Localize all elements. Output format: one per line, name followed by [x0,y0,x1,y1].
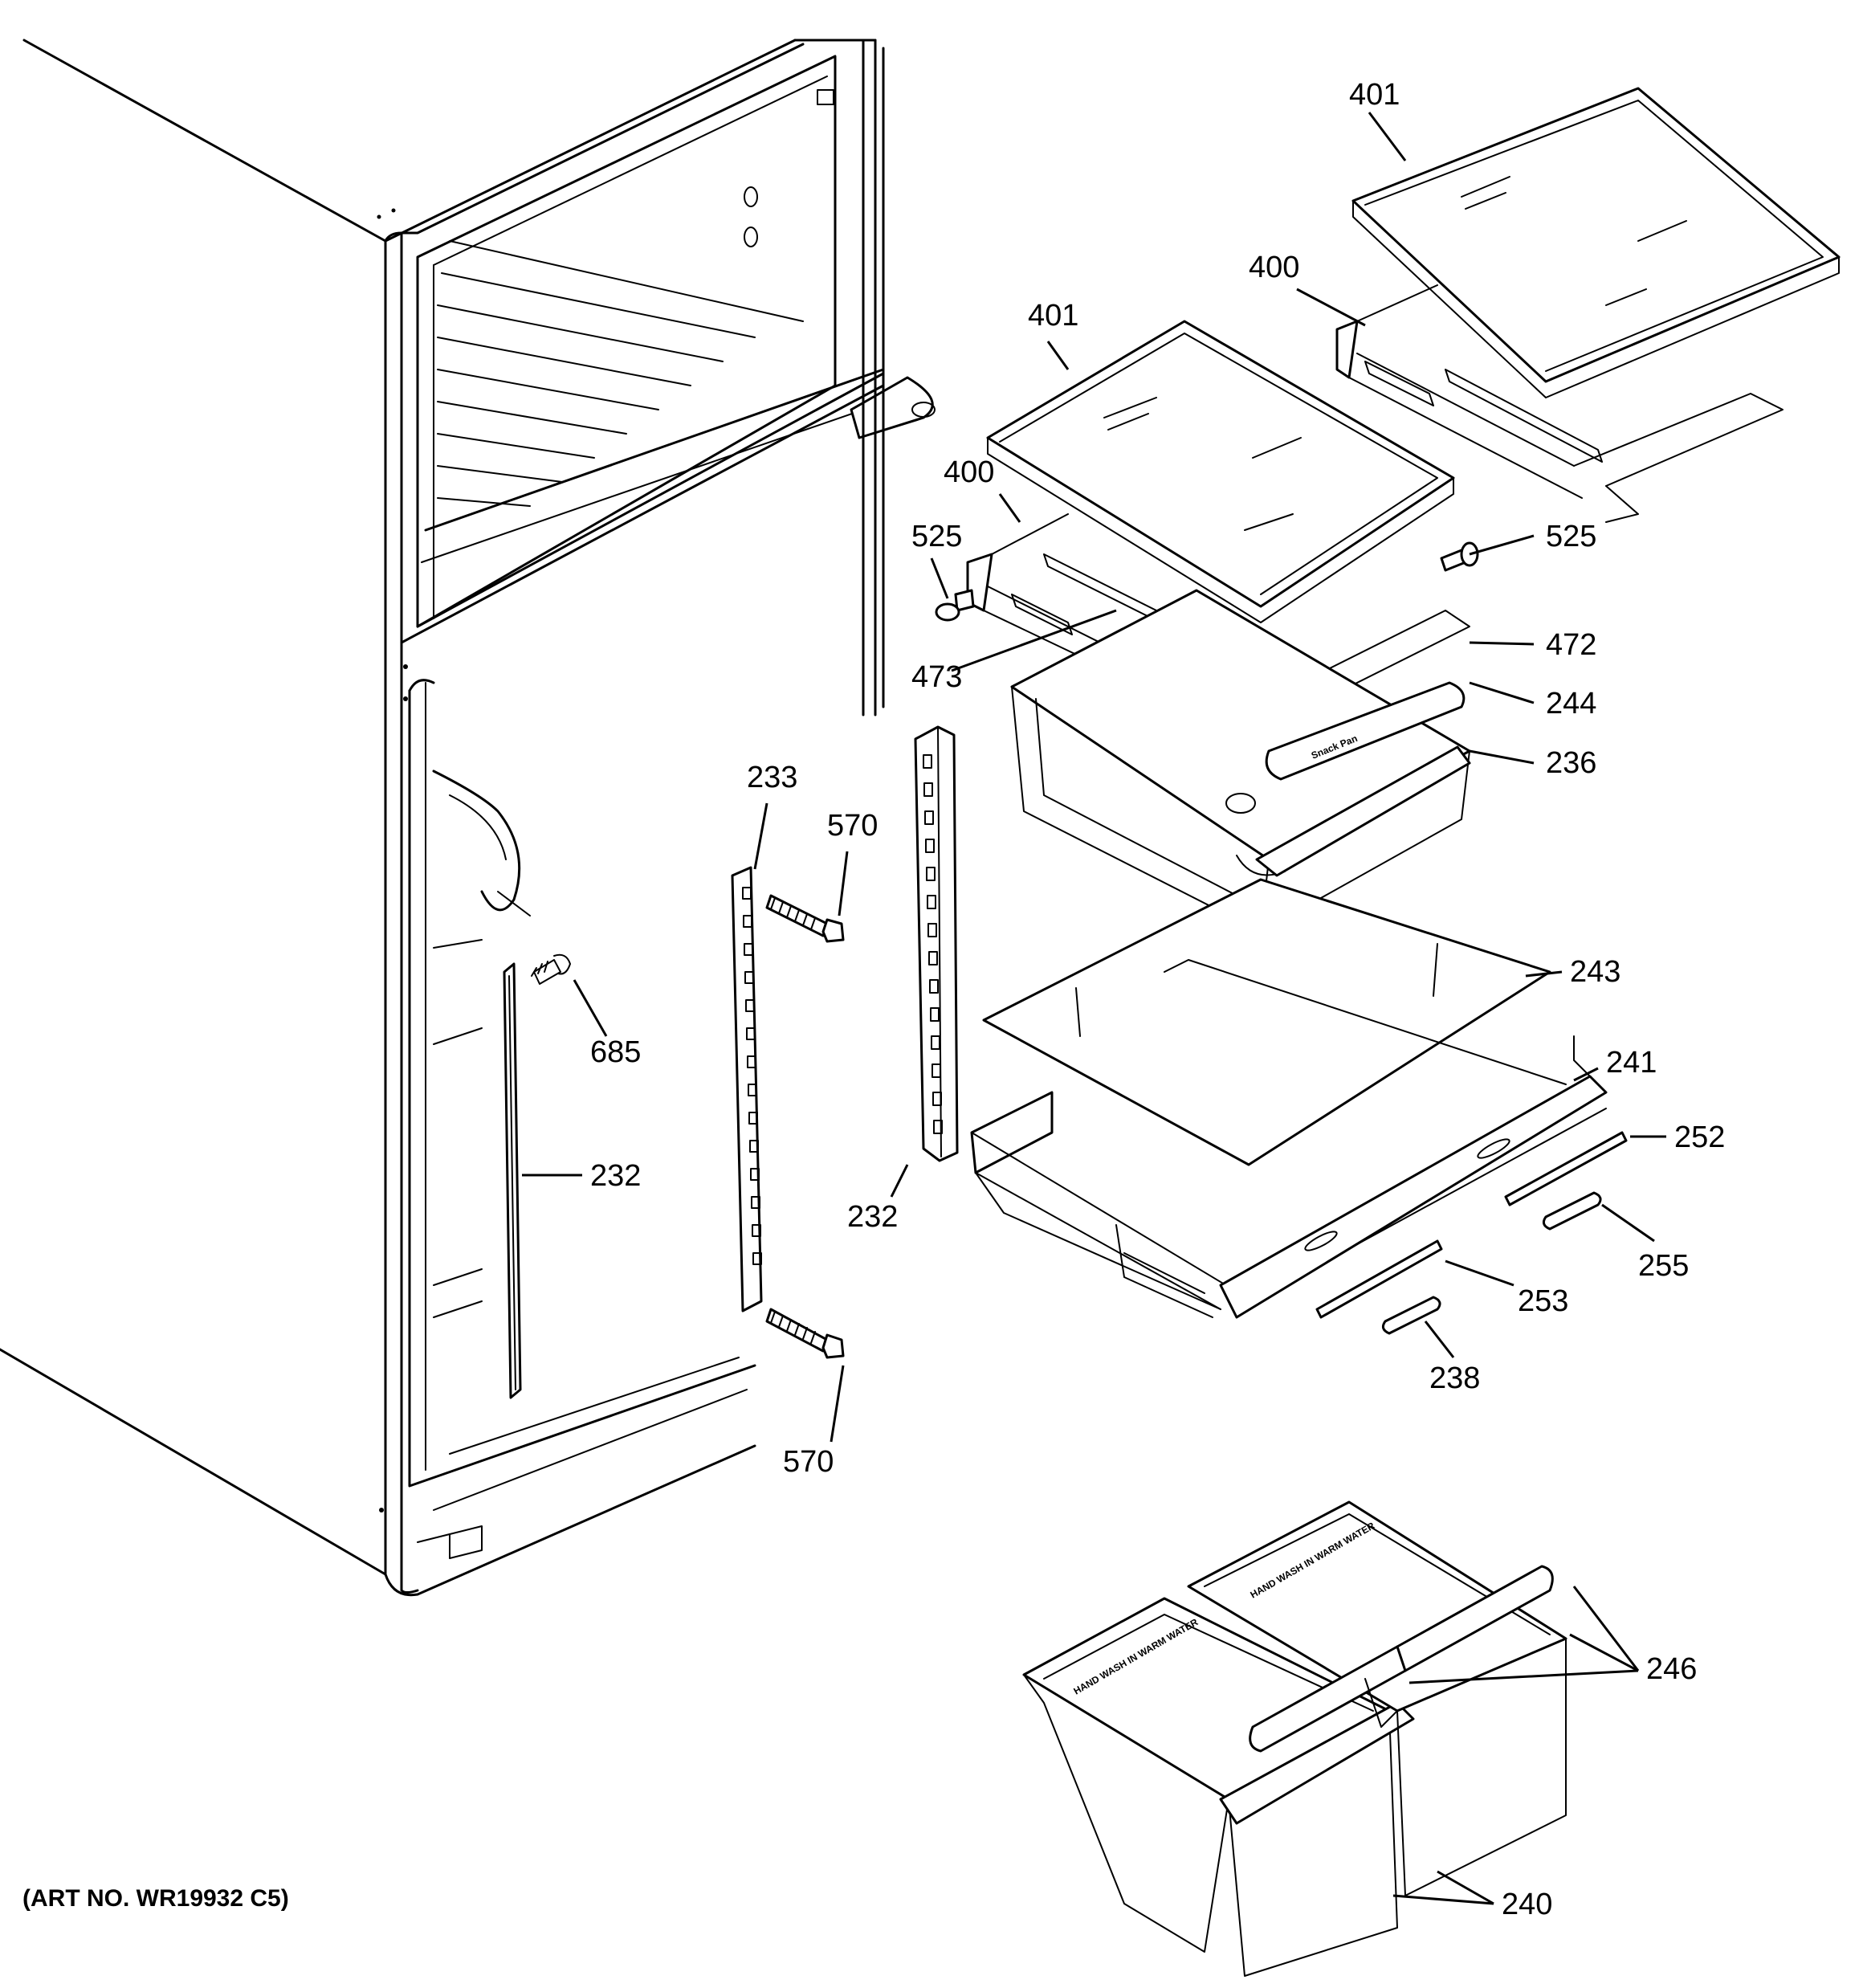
part-236-snack-pan [1010,589,1471,933]
rail-232-slots [923,754,943,1134]
callout-685: 685 [590,1035,641,1069]
refrigerator-cabinet [0,39,936,1597]
callout-400-lower: 400 [944,455,994,489]
part-525-screw-left [935,589,975,622]
part-243-glass-shelf [982,878,1551,1166]
callout-570-bottom: 570 [783,1445,834,1479]
rail-233-slots [742,887,762,1265]
callout-400-upper: 400 [1249,251,1299,284]
part-252-slide [1504,1131,1628,1206]
callout-252: 252 [1674,1121,1725,1154]
callout-232-left: 232 [590,1159,641,1193]
callout-238: 238 [1429,1361,1480,1395]
part-232-right-rail [914,725,959,1162]
callout-472: 472 [1546,628,1596,662]
part-255-pin [1542,1191,1602,1231]
callout-525-right: 525 [1546,520,1596,553]
part-401-shelf-lower [986,320,1455,623]
part-253-slide [1315,1239,1443,1319]
art-number: (ART NO. WR19932 C5) [22,1885,289,1912]
freezer-ribs [437,240,804,507]
part-241-crisper-drawer [970,959,1608,1319]
callout-255: 255 [1638,1249,1689,1283]
callout-570-top: 570 [827,809,878,843]
part-401-shelf-upper [1351,87,1841,398]
part-232-left-rail [503,962,522,1399]
callout-401-lower: 401 [1028,299,1078,333]
callout-401-upper: 401 [1349,78,1400,112]
part-233-rail [731,866,763,1312]
callout-246: 246 [1646,1652,1697,1686]
part-525-screw-right [1440,541,1479,572]
callout-243: 243 [1570,955,1620,989]
callout-253: 253 [1518,1284,1568,1318]
part-240-crisper-pans: HAND WASH IN WARM WATER HAND WASH IN WAR… [1022,1500,1567,1977]
part-246-covers [1249,1565,1554,1753]
callout-labels: 401 400 401 400 525 525 472 473 244 236 … [590,78,1725,1921]
part-570-screw-top [765,894,845,943]
part-685-screw [531,953,571,985]
callout-240: 240 [1502,1888,1552,1921]
part-238-pin [1381,1296,1441,1335]
callout-232-right: 232 [847,1200,898,1234]
leader-lines [522,112,1666,1905]
callout-244: 244 [1546,687,1596,720]
callout-473: 473 [911,660,962,694]
callout-236: 236 [1546,746,1596,780]
part-570-screw-bottom [765,1308,845,1359]
callout-233: 233 [747,761,797,794]
part-400-bracket-upper [1335,284,1784,523]
callout-241: 241 [1606,1046,1657,1080]
callout-525-left: 525 [911,520,962,553]
